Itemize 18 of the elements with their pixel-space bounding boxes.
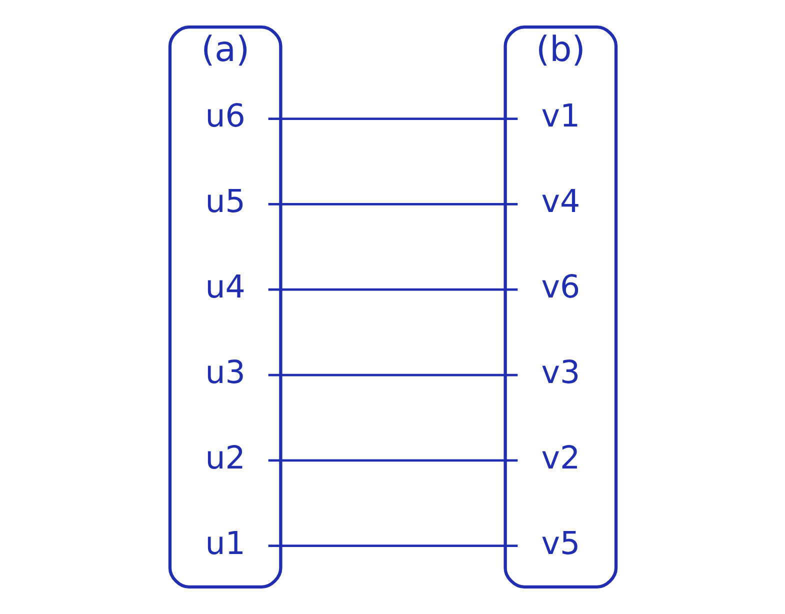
node-text: v2 bbox=[540, 440, 580, 476]
node-text: u2 bbox=[204, 440, 245, 476]
node-text: v4 bbox=[540, 184, 580, 220]
connector bbox=[268, 459, 518, 462]
node-text: u5 bbox=[204, 184, 245, 220]
node-text: u3 bbox=[204, 354, 245, 391]
connector bbox=[268, 544, 518, 548]
connector bbox=[268, 118, 518, 120]
node-text: u4 bbox=[204, 270, 245, 306]
node-text: v6 bbox=[540, 270, 580, 306]
connector bbox=[268, 288, 518, 291]
node-text: v3 bbox=[540, 354, 580, 391]
node-text: u1 bbox=[204, 526, 245, 562]
node-text: u6 bbox=[204, 98, 245, 135]
connector bbox=[268, 374, 518, 376]
connector bbox=[268, 203, 518, 206]
node-text: v1 bbox=[540, 98, 580, 135]
node-text: v5 bbox=[540, 526, 580, 562]
